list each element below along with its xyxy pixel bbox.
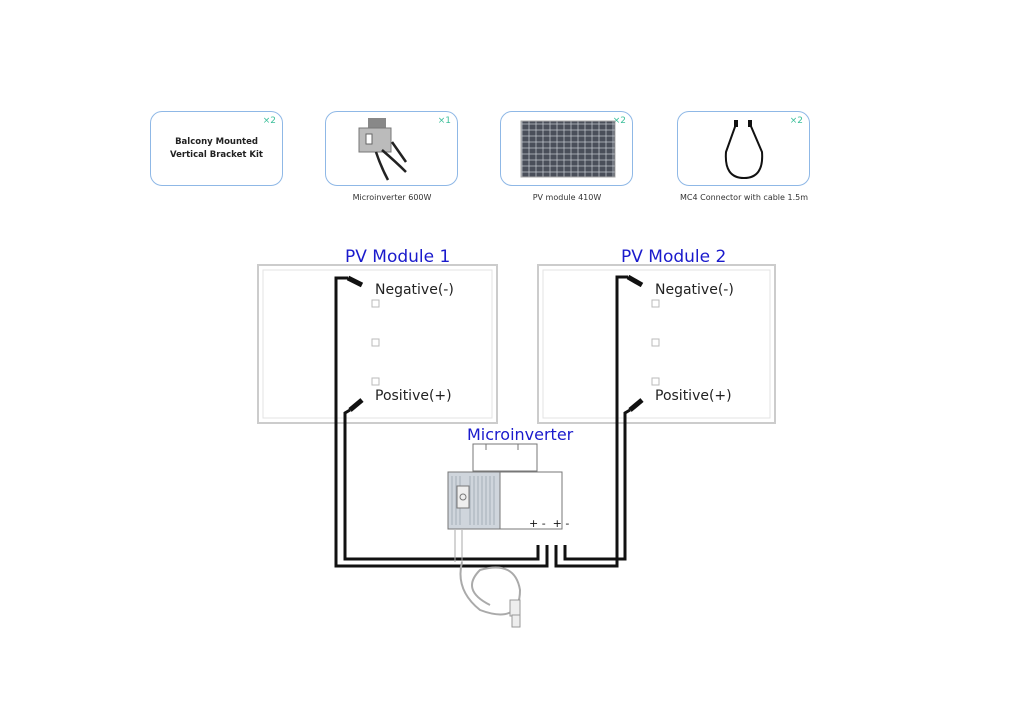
terminal-polarity-labels: + - + - (529, 517, 569, 530)
kit-caption: MC4 Connector with cable 1.5m (679, 193, 809, 202)
positive-label-1: Positive(+) (375, 388, 452, 404)
positive-label-2: Positive(+) (655, 388, 732, 404)
dc-cables (334, 274, 644, 568)
kit-card-microinverter: ×1 (325, 111, 458, 186)
quantity-badge: ×2 (789, 116, 803, 126)
cable-icon (724, 120, 764, 180)
microinverter-icon (358, 118, 408, 181)
negative-label-2: Negative(-) (655, 282, 734, 298)
kit-caption: PV module 410W (532, 193, 602, 202)
kit-card-mc4-cable: ×2 (677, 111, 810, 186)
pv-module-1 (257, 264, 498, 424)
kit-card-bracket: ×2 Balcony Mounted Vertical Bracket Kit (150, 111, 283, 186)
kit-card-pv-module: ×2 (500, 111, 633, 186)
module-1-title: PV Module 1 (345, 247, 450, 267)
microinverter-drawing (447, 443, 563, 628)
solar-panel-icon (520, 120, 616, 178)
quantity-badge: ×2 (612, 116, 626, 126)
kit-caption: Microinverter 600W (352, 193, 432, 202)
pv-module-2 (537, 264, 776, 424)
microinverter-title: Microinverter (467, 425, 574, 444)
negative-label-1: Negative(-) (375, 282, 454, 298)
kit-item-name: Balcony Mounted Vertical Bracket Kit (170, 137, 263, 160)
quantity-badge: ×2 (262, 116, 276, 126)
quantity-badge: ×1 (437, 116, 451, 126)
module-2-title: PV Module 2 (621, 247, 726, 267)
